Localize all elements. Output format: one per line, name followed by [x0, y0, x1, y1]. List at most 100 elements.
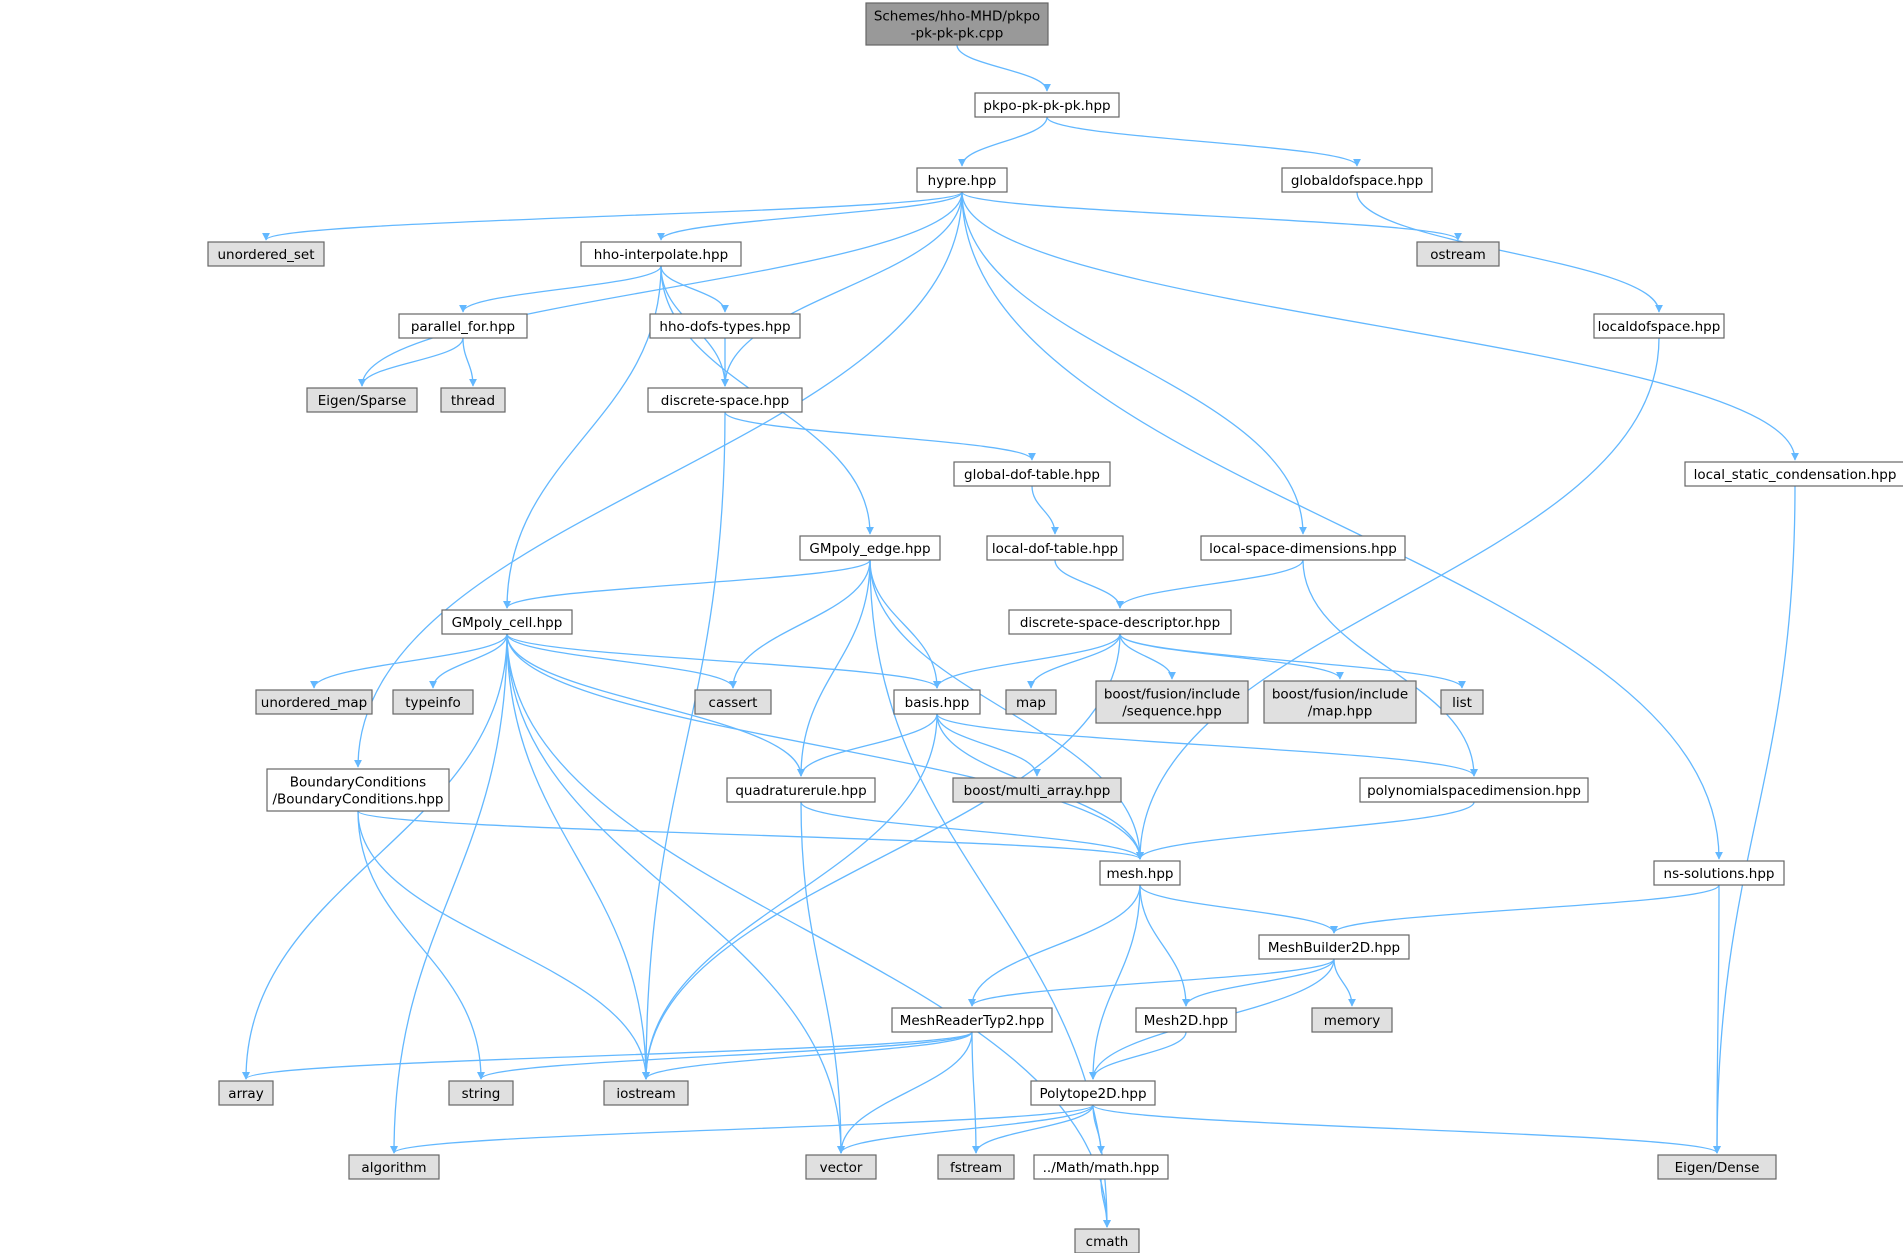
node-mesh2d[interactable]: Mesh2D.hpp: [1135, 1007, 1237, 1033]
node-array: array: [218, 1080, 274, 1106]
edge-hypre-to-ostream: [961, 191, 1462, 241]
node-label-gmpoly_cell-0: GMpoly_cell.hpp: [452, 615, 563, 631]
edge-hypre-to-local_space_dimensions: [961, 191, 1307, 535]
edge-hypre-to-local_static_condensation: [961, 191, 1799, 461]
edge-gmpoly_edge-to-cassert: [729, 559, 871, 689]
edge-discrete_space-to-global_dof_table: [724, 411, 1036, 461]
node-box-boost_multi_array: [952, 777, 1122, 803]
node-label-mesh2d-0: Mesh2D.hpp: [1144, 1013, 1229, 1029]
node-box-hypre: [916, 167, 1008, 193]
node-label-boundary_conditions-1: /BoundaryConditions.hpp: [272, 792, 443, 808]
node-globaldofspace[interactable]: globaldofspace.hpp: [1281, 167, 1433, 193]
edge-local_space_dimensions-to-discrete_space_descriptor: [1116, 559, 1304, 609]
edge-discrete_space_descriptor-to-boost_seq: [1119, 633, 1176, 680]
node-box-math: [1033, 1154, 1169, 1180]
node-local_static_condensation[interactable]: local_static_condensation.hpp: [1684, 461, 1903, 487]
node-box-gmpoly_cell: [441, 609, 573, 635]
edge-pkpo-to-hypre: [958, 116, 1048, 167]
node-ostream: ostream: [1416, 241, 1500, 267]
node-global_dof_table[interactable]: global-dof-table.hpp: [953, 461, 1111, 487]
node-box-string: [448, 1080, 514, 1106]
node-box-discrete_space: [647, 387, 803, 413]
node-math[interactable]: ../Math/math.hpp: [1033, 1154, 1169, 1180]
node-label-meshbuilder2d-0: MeshBuilder2D.hpp: [1268, 940, 1400, 956]
node-ns_solutions[interactable]: ns-solutions.hpp: [1653, 860, 1785, 886]
node-pkpo[interactable]: pkpo-pk-pk-pk.hpp: [974, 92, 1120, 118]
node-label-iostream-0: iostream: [616, 1086, 675, 1102]
node-box-fstream: [937, 1154, 1015, 1180]
node-label-map-0: map: [1016, 695, 1046, 711]
edge-gmpoly_edge-to-mesh: [869, 559, 1144, 860]
node-label-cassert-0: cassert: [709, 695, 758, 711]
node-basis[interactable]: basis.hpp: [893, 689, 981, 715]
node-quadraturerule[interactable]: quadraturerule.hpp: [726, 777, 876, 803]
node-box-ostream: [1416, 241, 1500, 267]
node-boost_seq: boost/fusion/include/sequence.hpp: [1095, 680, 1249, 724]
node-polynomialspacedimension[interactable]: polynomialspacedimension.hpp: [1359, 777, 1589, 803]
node-local_space_dimensions[interactable]: local-space-dimensions.hpp: [1200, 535, 1406, 561]
node-label-array-0: array: [228, 1086, 263, 1102]
node-label-discrete_space-0: discrete-space.hpp: [661, 393, 789, 409]
node-hho_dofs_types[interactable]: hho-dofs-types.hpp: [649, 313, 801, 339]
node-label-parallel_for-0: parallel_for.hpp: [411, 319, 515, 335]
edge-localdofspace-to-mesh: [1136, 337, 1660, 860]
edge-hypre-to-ns_solutions: [961, 191, 1723, 860]
edge-meshreadertyp2-to-string: [477, 1031, 973, 1080]
node-polytope2d[interactable]: Polytope2D.hpp: [1030, 1080, 1156, 1106]
node-localdofspace[interactable]: localdofspace.hpp: [1593, 313, 1725, 339]
edge-gmpoly_edge-to-basis: [869, 559, 941, 689]
edge-meshreadertyp2-to-fstream: [971, 1031, 980, 1154]
node-box-mesh: [1099, 860, 1181, 886]
node-gmpoly_edge[interactable]: GMpoly_edge.hpp: [799, 535, 941, 561]
edge-mesh-to-polytope2d: [1089, 884, 1141, 1080]
node-meshreadertyp2[interactable]: MeshReaderTyp2.hpp: [891, 1007, 1053, 1033]
node-discrete_space[interactable]: discrete-space.hpp: [647, 387, 803, 413]
node-box-cassert: [694, 689, 772, 715]
node-box-local_dof_table: [986, 535, 1124, 561]
node-box-gmpoly_edge: [799, 535, 941, 561]
node-meshbuilder2d[interactable]: MeshBuilder2D.hpp: [1258, 934, 1410, 960]
node-box-root: [865, 2, 1049, 46]
node-label-polytope2d-0: Polytope2D.hpp: [1039, 1086, 1146, 1102]
node-discrete_space_descriptor[interactable]: discrete-space-descriptor.hpp: [1008, 609, 1232, 635]
node-label-cmath-0: cmath: [1086, 1234, 1129, 1250]
edge-hypre-to-unordered_set: [262, 191, 963, 241]
edge-hypre-to-hho_interpolate: [657, 191, 963, 241]
node-label-boost_map-0: boost/fusion/include: [1272, 687, 1408, 703]
edge-polynomialspacedimension-to-mesh: [1136, 801, 1475, 860]
node-label-string-0: string: [462, 1086, 501, 1102]
edge-meshreadertyp2-to-array: [242, 1031, 973, 1080]
edge-boundary_conditions-to-string: [357, 810, 485, 1080]
node-eigen_sparse: Eigen/Sparse: [306, 387, 418, 413]
edge-discrete_space_descriptor-to-map: [1027, 633, 1121, 689]
edges-layer: [242, 44, 1799, 1228]
edge-gmpoly_cell-to-array: [242, 633, 508, 1080]
node-unordered_map: unordered_map: [255, 689, 373, 715]
node-boundary_conditions[interactable]: BoundaryConditions/BoundaryConditions.hp…: [266, 768, 450, 812]
node-unordered_set: unordered_set: [207, 241, 325, 267]
node-parallel_for[interactable]: parallel_for.hpp: [398, 313, 528, 339]
edge-boundary_conditions-to-iostream: [357, 810, 650, 1080]
node-label-ns_solutions-0: ns-solutions.hpp: [1664, 866, 1775, 882]
node-local_dof_table[interactable]: local-dof-table.hpp: [986, 535, 1124, 561]
edge-mesh2d-to-polytope2d: [1089, 1031, 1187, 1080]
node-box-unordered_map: [255, 689, 373, 715]
node-gmpoly_cell[interactable]: GMpoly_cell.hpp: [441, 609, 573, 635]
edge-ns_solutions-to-meshbuilder2d: [1330, 884, 1720, 934]
node-hypre[interactable]: hypre.hpp: [916, 167, 1008, 193]
node-mesh[interactable]: mesh.hpp: [1099, 860, 1181, 886]
edge-polytope2d-to-math: [1092, 1104, 1105, 1154]
node-hho_interpolate[interactable]: hho-interpolate.hpp: [580, 241, 742, 267]
node-label-eigen_sparse-0: Eigen/Sparse: [318, 393, 407, 409]
edge-gmpoly_edge-to-gmpoly_cell: [503, 559, 871, 609]
node-box-iostream: [603, 1080, 689, 1106]
node-root[interactable]: Schemes/hho-MHD/pkpo-pk-pk-pk.cpp: [865, 2, 1049, 46]
edge-gmpoly_cell-to-cmath: [506, 633, 1111, 1228]
node-box-hho_dofs_types: [649, 313, 801, 339]
node-label-list-0: list: [1452, 695, 1472, 711]
edge-polytope2d-to-eigen_dense: [1092, 1104, 1721, 1154]
edge-local_dof_table-to-discrete_space_descriptor: [1054, 559, 1124, 609]
node-eigen_dense: Eigen/Dense: [1657, 1154, 1777, 1180]
edge-discrete_space_descriptor-to-list: [1119, 633, 1466, 689]
edge-meshreadertyp2-to-iostream: [642, 1031, 973, 1080]
